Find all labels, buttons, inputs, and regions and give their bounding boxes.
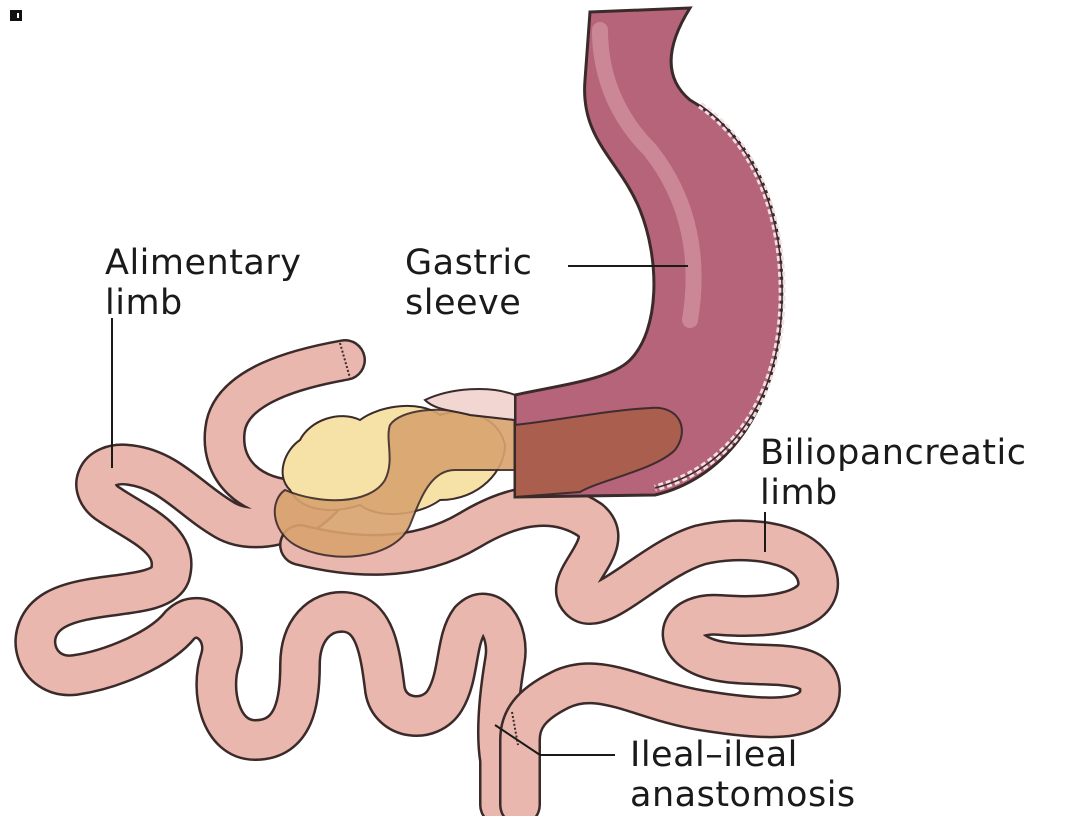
biliopancreatic-line1: Biliopancreatic — [760, 433, 1026, 473]
gastric-line2: sleeve — [405, 283, 532, 323]
alimentary-limb-label: Alimentary limb — [105, 243, 301, 323]
ileal-line2: anastomosis — [630, 775, 856, 815]
gastric-line1: Gastric — [405, 243, 532, 283]
biliopancreatic-limb-label: Biliopancreatic limb — [760, 433, 1026, 513]
ileal-line1: Ileal–ileal — [630, 735, 856, 775]
alimentary-line2: limb — [105, 283, 301, 323]
alimentary-line1: Alimentary — [105, 243, 301, 283]
biliopancreatic-line2: limb — [760, 473, 1026, 513]
gastric-sleeve-label: Gastric sleeve — [405, 243, 532, 323]
ileal-anastomosis-label: Ileal–ileal anastomosis — [630, 735, 856, 815]
